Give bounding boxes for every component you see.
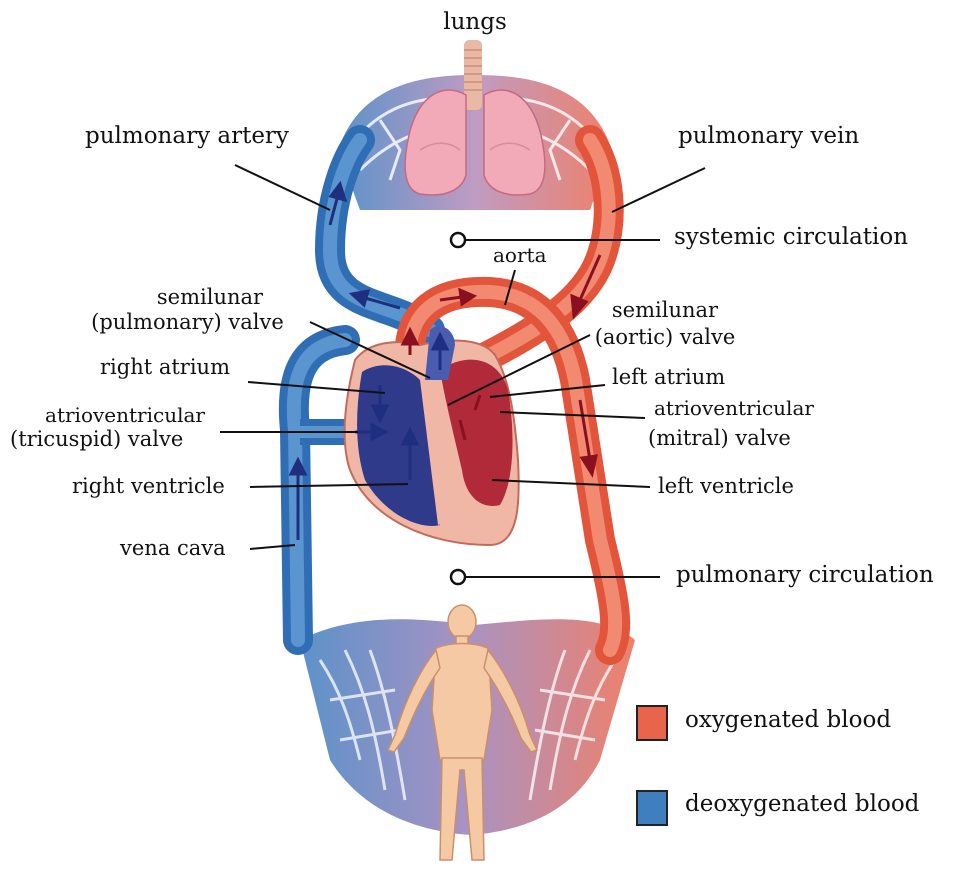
aorta-label: aorta <box>493 244 547 266</box>
systemic-circulation-marker <box>451 233 465 247</box>
right-atrium-label: right atrium <box>100 356 230 379</box>
semilunar-pulmonary-label-line1: semilunar <box>120 286 300 309</box>
av-tricuspid-label-line1: atrioventricular <box>30 404 220 426</box>
right-ventricle-label: right ventricle <box>72 475 225 498</box>
vena-cava-label: vena cava <box>120 537 226 560</box>
av-tricuspid-label-line2: (tricuspid) valve <box>10 428 183 451</box>
lungs-label: lungs <box>430 10 520 35</box>
pulmonary-vein-label: pulmonary vein <box>678 124 859 149</box>
pulmonary-artery-label: pulmonary artery <box>85 124 289 149</box>
semilunar-aortic-label-line2: (aortic) valve <box>585 326 745 349</box>
left-atrium-label: left atrium <box>612 366 725 389</box>
semilunar-aortic-label-line1: semilunar <box>585 299 745 322</box>
systemic-circulation-label: systemic circulation <box>674 225 908 250</box>
deoxygenated-legend-label: deoxygenated blood <box>685 792 919 817</box>
oxygenated-legend-label: oxygenated blood <box>685 708 891 733</box>
semilunar-pulmonary-label-line2: (pulmonary) valve <box>70 311 305 334</box>
pulmonary-circulation-label: pulmonary circulation <box>676 563 934 588</box>
av-mitral-label-line2: (mitral) valve <box>648 427 791 450</box>
pulmonary-circulation-marker <box>451 570 465 584</box>
deoxygenated-swatch <box>636 790 668 826</box>
oxygenated-swatch <box>636 705 668 741</box>
av-mitral-label-line1: atrioventricular <box>654 397 814 419</box>
left-ventricle-label: left ventricle <box>658 475 794 498</box>
